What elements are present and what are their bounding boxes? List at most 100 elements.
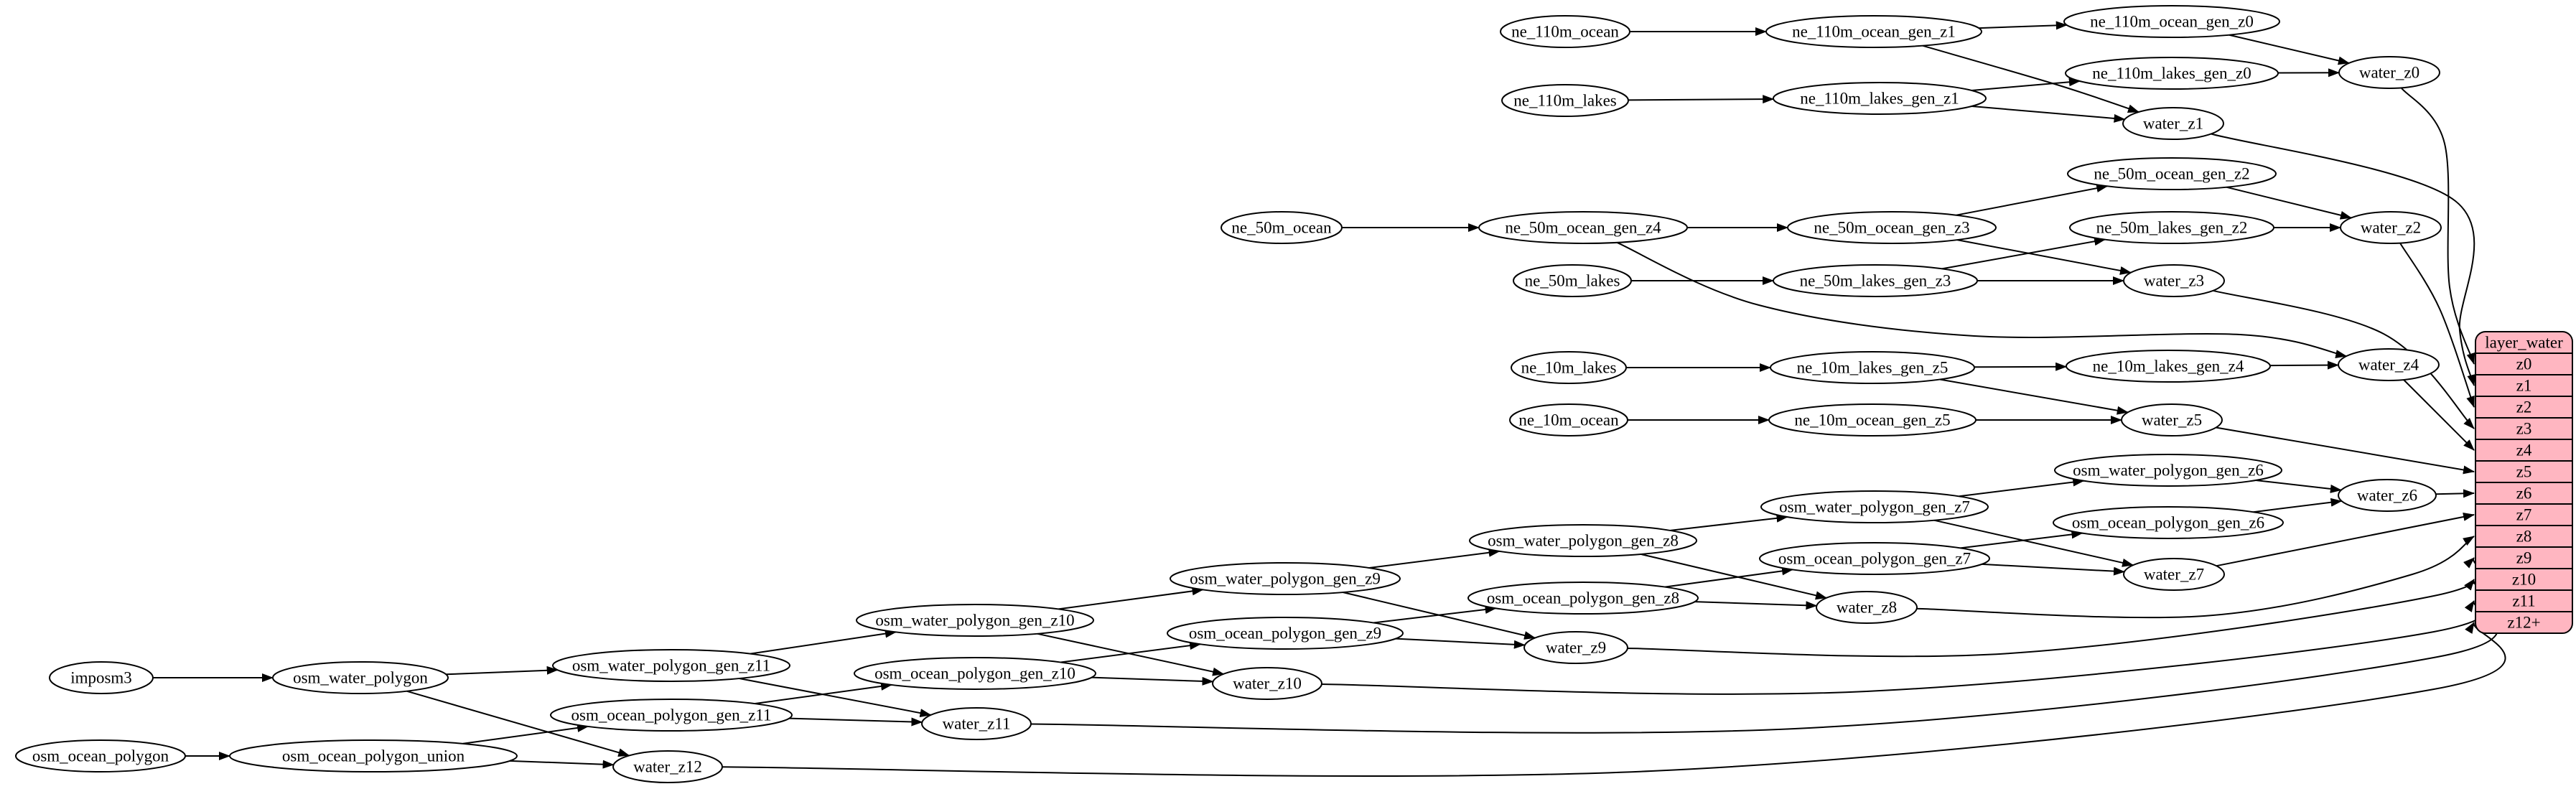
node-ellipse-water_z9 (1523, 631, 1628, 664)
node-osm_ocean_polygon_gen_z6: osm_ocean_polygon_gen_z6 (2053, 506, 2284, 539)
node-ne_10m_lakes: ne_10m_lakes (1511, 351, 1627, 384)
node-label-ne_50m_ocean_gen_z2: ne_50m_ocean_gen_z2 (2094, 165, 2249, 183)
node-osm_water_polygon_gen_z7: osm_water_polygon_gen_z7 (1760, 490, 1989, 523)
node-label-water_z5: water_z5 (2142, 411, 2202, 429)
node-label-water_z1: water_z1 (2143, 115, 2203, 133)
node-ne_50m_lakes_gen_z3: ne_50m_lakes_gen_z3 (1773, 264, 1978, 297)
node-water_z12: water_z12 (612, 750, 723, 783)
node-ellipse-water_z3 (2123, 264, 2225, 297)
node-label-osm_ocean_polygon_gen_z8: osm_ocean_polygon_gen_z8 (1487, 589, 1679, 607)
node-ne_110m_ocean_gen_z0: ne_110m_ocean_gen_z0 (2063, 5, 2280, 38)
node-ellipse-osm_ocean_polygon_gen_z9 (1167, 617, 1404, 650)
node-ellipse-ne_110m_lakes_gen_z0 (2065, 57, 2279, 90)
node-ne_110m_ocean: ne_110m_ocean (1500, 15, 1630, 48)
node-label-ne_110m_ocean_gen_z0: ne_110m_ocean_gen_z0 (2090, 13, 2254, 31)
edges-layer (153, 21, 2506, 777)
layer-water-row-z8: z8 (2516, 528, 2532, 546)
layer-water-row-z11: z11 (2512, 592, 2535, 610)
node-water_z3: water_z3 (2123, 264, 2225, 297)
node-label-osm_water_polygon_gen_z11: osm_water_polygon_gen_z11 (572, 657, 770, 675)
edge-water_z1-to-layer-water-z1 (2211, 133, 2476, 386)
node-ne_50m_ocean_gen_z2: ne_50m_ocean_gen_z2 (2067, 157, 2277, 190)
node-osm_ocean_polygon: osm_ocean_polygon (15, 739, 186, 772)
edge-water_z3-to-layer-water-z3 (2213, 289, 2475, 429)
edge-osm_water_polygon-to-osm_water_polygon_gen_z11 (446, 666, 559, 676)
edge-water_z4-to-layer-water-z4 (2403, 379, 2475, 451)
layer-water-row-z2: z2 (2516, 398, 2532, 416)
node-osm_water_polygon_gen_z10: osm_water_polygon_gen_z10 (856, 604, 1094, 637)
node-ellipse-ne_110m_lakes (1501, 84, 1629, 117)
layer-water-row-z9: z9 (2516, 549, 2532, 567)
node-ellipse-osm_ocean_polygon_gen_z10 (854, 657, 1096, 690)
node-osm_ocean_polygon_gen_z11: osm_ocean_polygon_gen_z11 (550, 699, 793, 732)
node-ellipse-water_z4 (2338, 348, 2440, 381)
node-ellipse-ne_50m_ocean_gen_z4 (1478, 211, 1688, 244)
edge-ne_50m_ocean_gen_z2-to-water_z2 (2226, 186, 2352, 220)
edge-ne_10m_lakes_gen_z5-to-ne_10m_lakes_gen_z4 (1974, 362, 2068, 371)
edge-ne_50m_lakes_gen_z3-to-ne_50m_lakes_gen_z2 (1941, 237, 2106, 270)
edge-ne_110m_ocean_gen_z0-to-water_z0 (2229, 34, 2350, 65)
node-label-osm_water_polygon_gen_z10: osm_water_polygon_gen_z10 (875, 612, 1074, 630)
node-ellipse-water_z2 (2340, 211, 2442, 244)
node-label-water_z3: water_z3 (2144, 272, 2204, 290)
node-ellipse-water_z12 (612, 750, 723, 783)
layer-water-table: layer_waterz0z1z2z3z4z5z6z7z8z9z10z11z12… (2475, 331, 2573, 634)
edge-ne_50m_ocean_gen_z4-to-water_z4 (1616, 241, 2348, 358)
node-ellipse-osm_ocean_polygon (15, 739, 186, 772)
node-ellipse-osm_ocean_polygon_gen_z11 (550, 699, 793, 732)
node-water_z10: water_z10 (1212, 667, 1322, 700)
edge-ne_110m_lakes_gen_z1-to-water_z1 (1971, 106, 2126, 123)
node-osm_water_polygon_gen_z8: osm_water_polygon_gen_z8 (1469, 524, 1697, 557)
node-ellipse-osm_water_polygon (272, 661, 449, 694)
edge-osm_water_polygon_gen_z11-to-osm_water_polygon_gen_z10 (750, 629, 897, 655)
node-ne_10m_lakes_gen_z5: ne_10m_lakes_gen_z5 (1770, 351, 1975, 384)
node-label-water_z10: water_z10 (1233, 675, 1302, 693)
node-osm_water_polygon_gen_z6: osm_water_polygon_gen_z6 (2054, 454, 2282, 487)
node-ellipse-ne_10m_lakes_gen_z5 (1770, 351, 1975, 384)
edge-water_z7-to-layer-water-z7 (2216, 513, 2475, 567)
node-ellipse-water_z8 (1816, 591, 1918, 624)
node-ellipse-osm_ocean_polygon_union (229, 739, 518, 772)
node-water_z1: water_z1 (2122, 107, 2224, 140)
node-ellipse-water_z1 (2122, 107, 2224, 140)
node-ellipse-ne_110m_ocean_gen_z0 (2063, 5, 2280, 38)
node-label-water_z2: water_z2 (2361, 219, 2421, 237)
node-water_z0: water_z0 (2338, 56, 2440, 89)
node-label-ne_10m_ocean: ne_10m_ocean (1518, 411, 1619, 429)
node-label-water_z12: water_z12 (633, 758, 702, 776)
node-ellipse-ne_50m_lakes_gen_z3 (1773, 264, 1978, 297)
edge-osm_water_polygon_gen_z11-to-water_z11 (739, 678, 932, 717)
node-osm_water_polygon_gen_z11: osm_water_polygon_gen_z11 (552, 649, 790, 682)
node-label-water_z9: water_z9 (1546, 639, 1606, 657)
node-label-osm_ocean_polygon_gen_z9: osm_ocean_polygon_gen_z9 (1189, 625, 1381, 643)
edge-water_z5-to-layer-water-z5 (2216, 426, 2475, 475)
node-imposm3: imposm3 (49, 661, 154, 694)
node-ne_110m_ocean_gen_z1: ne_110m_ocean_gen_z1 (1765, 15, 1982, 48)
node-ellipse-ne_110m_ocean (1500, 15, 1630, 48)
node-label-osm_ocean_polygon_union: osm_ocean_polygon_union (282, 747, 465, 765)
nodes-layer: ne_110m_ocean ne_110m_ocean_gen_z1 ne_110m… (15, 5, 2442, 783)
node-ellipse-osm_water_polygon_gen_z11 (552, 649, 790, 682)
node-ellipse-ne_110m_lakes_gen_z1 (1773, 82, 1987, 115)
node-label-water_z4: water_z4 (2358, 356, 2419, 374)
node-ellipse-ne_10m_ocean (1509, 403, 1628, 436)
node-ne_110m_lakes: ne_110m_lakes (1501, 84, 1629, 117)
node-ellipse-water_z5 (2121, 403, 2223, 436)
edge-water_z6-to-layer-water-z6 (2435, 489, 2475, 498)
node-osm_ocean_polygon_gen_z7: osm_ocean_polygon_gen_z7 (1759, 542, 1990, 575)
edge-osm_water_polygon_gen_z10-to-osm_water_polygon_gen_z9 (1058, 587, 1204, 610)
edge-ne_110m_lakes-to-ne_110m_lakes_gen_z1 (1628, 95, 1775, 104)
node-label-osm_water_polygon_gen_z9: osm_water_polygon_gen_z9 (1190, 570, 1381, 588)
node-label-water_z7: water_z7 (2144, 566, 2204, 584)
layer-water-row-z4: z4 (2516, 442, 2532, 459)
node-ellipse-ne_110m_ocean_gen_z1 (1765, 15, 1982, 48)
edge-ne_110m_ocean_gen_z1-to-ne_110m_ocean_gen_z0 (1979, 21, 2068, 30)
edge-osm_water_polygon_gen_z7-to-osm_water_polygon_gen_z6 (1959, 477, 2085, 498)
node-osm_ocean_polygon_gen_z8: osm_ocean_polygon_gen_z8 (1467, 582, 1699, 615)
node-label-ne_110m_lakes: ne_110m_lakes (1513, 92, 1617, 110)
node-label-water_z11: water_z11 (943, 715, 1011, 733)
node-ne_10m_ocean_gen_z5: ne_10m_ocean_gen_z5 (1768, 403, 1977, 436)
node-label-ne_10m_ocean_gen_z5: ne_10m_ocean_gen_z5 (1794, 411, 1950, 429)
node-label-water_z8: water_z8 (1837, 599, 1897, 617)
